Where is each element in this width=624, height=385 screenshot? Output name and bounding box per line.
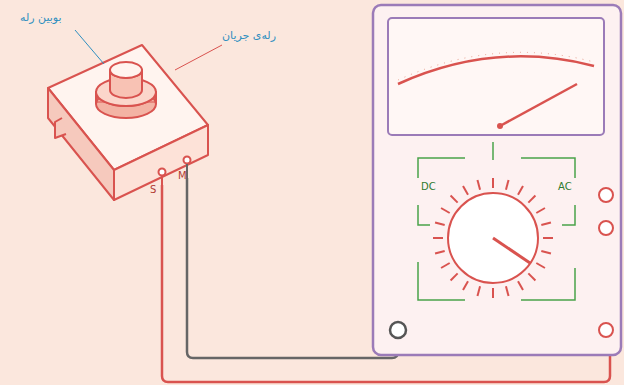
dial-tick: [536, 208, 545, 213]
dial-tick: [541, 251, 551, 254]
leader-line: [175, 45, 222, 70]
dial-tick: [492, 288, 494, 298]
dial-tick: [518, 186, 523, 195]
dial-tick: [477, 180, 480, 190]
current-relay: [48, 45, 208, 200]
dial-tick: [451, 273, 458, 280]
multimeter: [373, 5, 621, 355]
dial-tick: [492, 178, 494, 188]
dial-tick: [433, 237, 443, 239]
dial-tick: [541, 222, 551, 225]
dial-tick: [463, 281, 468, 290]
part-label: بوبین رله: [20, 12, 62, 24]
dial-tick: [528, 196, 535, 203]
dial-tick: [435, 251, 445, 254]
dial-tick: [506, 286, 509, 296]
dial-tick: [543, 237, 553, 239]
range-label: DC: [421, 181, 436, 192]
leader-line: [75, 30, 104, 64]
black-test-lead: [187, 178, 398, 358]
dial-tick: [536, 263, 545, 268]
terminal-name: M: [178, 170, 187, 181]
dial-tick: [528, 273, 535, 280]
dial-tick: [435, 222, 445, 225]
dial-tick: [441, 208, 450, 213]
dial-tick: [441, 263, 450, 268]
terminal-name: S: [150, 184, 156, 195]
range-label: AC: [558, 181, 572, 192]
dial-tick: [477, 286, 480, 296]
dial-tick: [463, 186, 468, 195]
dial-tick: [518, 281, 523, 290]
part-label: رله‌ی جریان: [222, 30, 276, 42]
dial-tick: [451, 196, 458, 203]
dial-tick: [506, 180, 509, 190]
